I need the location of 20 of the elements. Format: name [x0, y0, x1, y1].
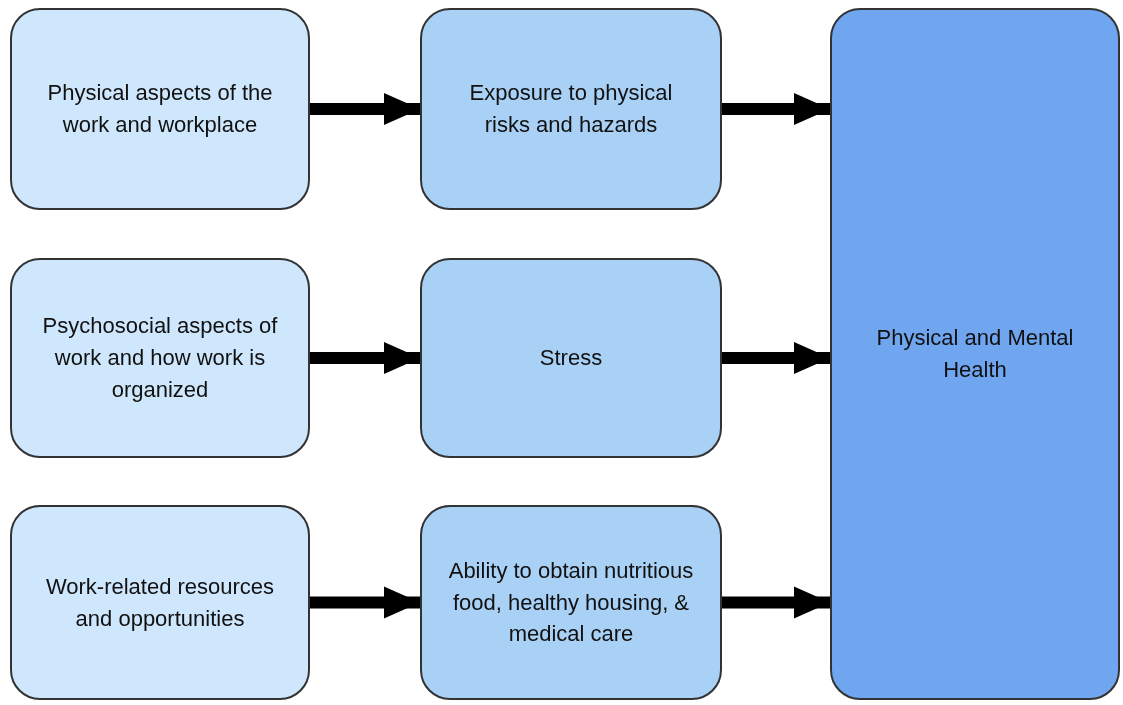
process-box [420, 505, 722, 700]
arrow [722, 93, 830, 125]
box-label: Stress [539, 344, 603, 373]
arrow [310, 93, 420, 125]
box-label: Physical and Mental Health [875, 324, 1075, 384]
arrow [722, 342, 830, 374]
process-box [10, 8, 310, 210]
arrow [722, 586, 830, 619]
box-label: Ability to obtain nutritious food, healthy housing, & medical care [448, 556, 694, 649]
process-box [10, 505, 310, 700]
box-label: Psychosocial aspects of work and how work is organized [41, 312, 279, 404]
process-box [420, 8, 722, 210]
box-label: Physical aspects of the work and workplace [46, 79, 274, 139]
arrow [310, 342, 420, 374]
process-box [830, 8, 1120, 700]
process-box [10, 258, 310, 458]
arrow [310, 586, 420, 619]
box-label: Exposure to physical risks and hazards [468, 79, 674, 139]
box-label: Work-related resources and opportunities [44, 572, 276, 633]
process-box [420, 258, 722, 458]
